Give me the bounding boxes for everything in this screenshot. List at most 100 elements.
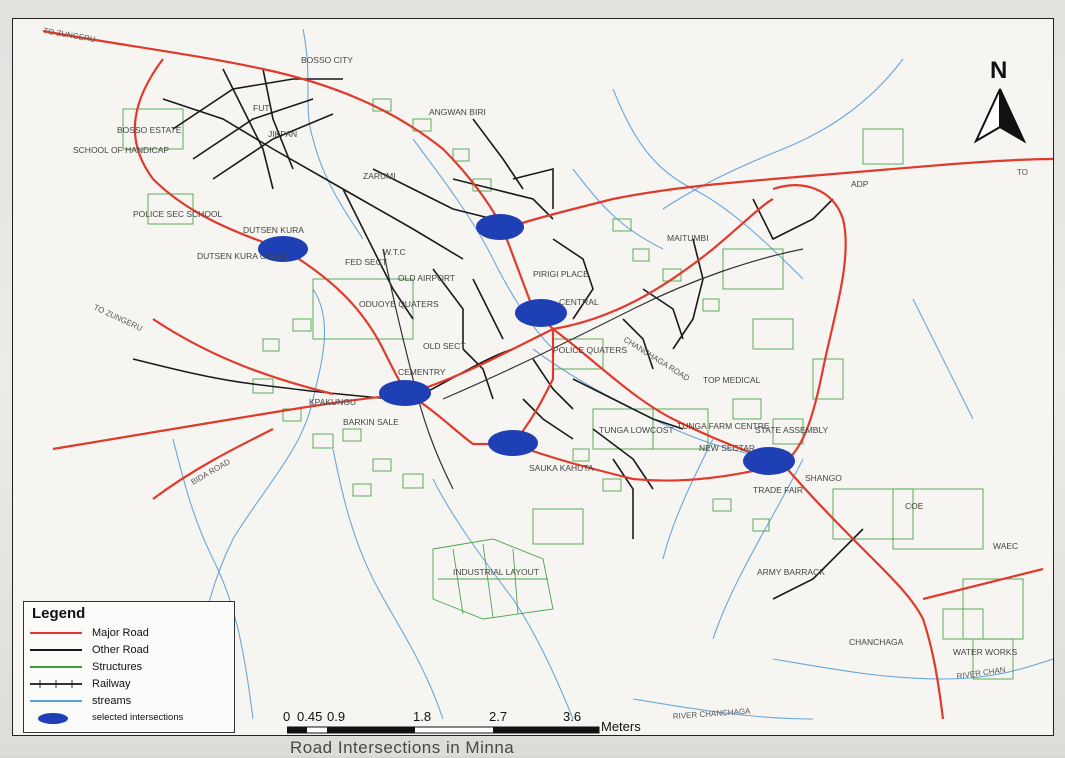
major-road xyxy=(42,29,554,330)
place-label: FUT xyxy=(253,103,270,113)
north-arrow: N xyxy=(968,57,1038,157)
other-road xyxy=(532,358,574,410)
structure xyxy=(312,433,334,449)
stream xyxy=(432,478,574,720)
legend-item-streams: streams xyxy=(30,692,228,709)
structure xyxy=(262,338,280,352)
structure xyxy=(532,508,584,545)
intersection-state-assembly[interactable] xyxy=(743,447,795,475)
scale-tick-label: 0.9 xyxy=(327,709,346,724)
structure xyxy=(942,608,984,640)
place-label: CHANCHAGA xyxy=(849,637,904,647)
stream xyxy=(662,58,904,210)
structure-industrial xyxy=(432,538,554,620)
structure xyxy=(372,458,392,472)
major-road xyxy=(512,442,784,482)
place-label: JIKPAN xyxy=(268,129,297,139)
other-road xyxy=(432,268,464,349)
major-road xyxy=(152,428,274,500)
structure xyxy=(312,278,414,340)
other-road xyxy=(172,78,343,130)
major-road-swatch xyxy=(30,627,82,639)
legend-label: Other Road xyxy=(92,643,149,656)
legend-item-structures: Structures xyxy=(30,658,228,675)
major-road xyxy=(552,198,774,331)
intersection-kpakungu[interactable] xyxy=(379,380,431,406)
legend-item-major-road: Major Road xyxy=(30,624,228,641)
road-label: TO ZUNGERU xyxy=(92,303,144,334)
stream xyxy=(632,698,814,720)
intersections-layer[interactable] xyxy=(258,214,795,475)
legend-label: Railway xyxy=(92,677,131,690)
place-label: KPAKUNGU xyxy=(309,397,356,407)
stream xyxy=(302,28,364,240)
railway-line xyxy=(442,248,804,400)
other-road xyxy=(512,167,554,209)
place-label: INDUSTRIAL LAYOUT xyxy=(453,567,539,577)
other-road xyxy=(262,68,294,170)
structure xyxy=(712,498,732,512)
other-road xyxy=(552,238,594,320)
stream xyxy=(572,168,664,250)
place-label: SAUKA KAHUTA xyxy=(529,463,594,473)
structure xyxy=(702,298,720,312)
place-label: COE xyxy=(905,501,924,511)
structure xyxy=(412,118,432,132)
other-road xyxy=(132,358,394,400)
other-road xyxy=(222,68,274,190)
place-label: ARMY BARRACK xyxy=(757,567,825,577)
place-label: CEMENTRY xyxy=(398,367,446,377)
other-road xyxy=(472,118,524,190)
other-road-swatch xyxy=(30,644,82,656)
other-road xyxy=(462,348,494,400)
place-label: POLICE SEC SCHOOL xyxy=(133,209,223,219)
major-road xyxy=(407,328,554,396)
legend-label: Major Road xyxy=(92,626,149,639)
place-label: TUNGA LOWCOST xyxy=(599,425,674,435)
major-road xyxy=(152,318,334,396)
other-road xyxy=(342,188,414,320)
structure xyxy=(752,518,770,532)
place-label: WAEC xyxy=(993,541,1018,551)
structure xyxy=(292,318,312,332)
other-road xyxy=(522,398,574,440)
legend-label: streams xyxy=(92,694,132,707)
intersection-dutsen-kura[interactable] xyxy=(258,236,308,262)
other-road xyxy=(212,113,334,180)
intersection-sauka-kahuta[interactable] xyxy=(488,430,538,456)
other-roads-layer xyxy=(132,68,864,600)
north-arrow-icon xyxy=(973,88,1027,144)
structure xyxy=(972,638,1014,680)
structure xyxy=(122,108,184,150)
map-canvas[interactable]: BOSSO CITY ANGWAN BIRI FUT JIKPAN BOSSO … xyxy=(13,19,1054,736)
intersection-swatch xyxy=(30,712,82,724)
scale-tick-label: 0 xyxy=(283,709,291,724)
place-label: POLICE QUATERS xyxy=(553,345,627,355)
scale-units: Meters xyxy=(601,719,641,734)
intersection-bosso-road[interactable] xyxy=(476,214,524,240)
structure xyxy=(832,488,914,540)
structure xyxy=(772,418,804,445)
stream xyxy=(332,448,444,720)
place-label: PIRIGI PLACE xyxy=(533,269,589,279)
structure xyxy=(352,483,372,497)
scale-tick-label: 0.45 xyxy=(297,709,323,724)
structure xyxy=(752,318,794,350)
railway-layer xyxy=(382,248,804,490)
intersection-central[interactable] xyxy=(515,299,567,327)
place-label: ODUOYE QUATERS xyxy=(359,299,439,309)
other-road xyxy=(752,198,834,241)
major-road xyxy=(282,248,409,395)
major-road xyxy=(772,184,847,465)
stream xyxy=(712,458,804,640)
road-label: TO xyxy=(1017,168,1028,177)
structures-swatch xyxy=(30,661,82,673)
other-road xyxy=(642,288,684,340)
map-caption: Road Intersections in Minna xyxy=(290,738,515,757)
structure xyxy=(602,478,622,492)
railway-line xyxy=(382,248,454,490)
legend-item-railway: Railway xyxy=(30,675,228,692)
map-frame[interactable]: BOSSO CITY ANGWAN BIRI FUT JIKPAN BOSSO … xyxy=(12,18,1054,736)
legend: Legend Major Road Other Road Structures … xyxy=(23,601,235,733)
major-road xyxy=(52,392,409,451)
